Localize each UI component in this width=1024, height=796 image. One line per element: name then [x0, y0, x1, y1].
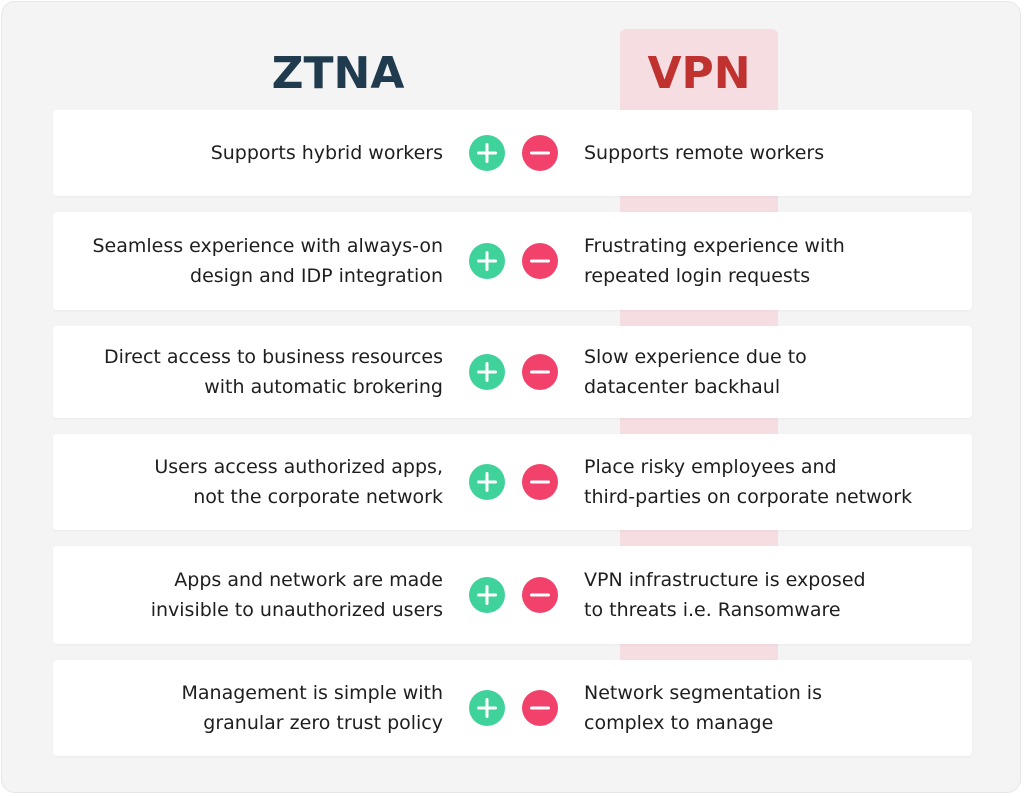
comparison-row-2: Seamless experience with always-on desig… — [53, 212, 972, 310]
ztna-point: Seamless experience with always-on desig… — [92, 235, 443, 287]
vpn-point: Network segmentation is complex to manag… — [584, 682, 822, 734]
comparison-row-1: Supports hybrid workers Supports remote … — [53, 110, 972, 196]
comparison-row-4: Users access authorized apps, not the co… — [53, 434, 972, 530]
comparison-row-3: Direct access to business resources with… — [53, 326, 972, 418]
plus-circle-icon — [469, 577, 505, 613]
comparison-row-5: Apps and network are made invisible to u… — [53, 546, 972, 644]
minus-circle-icon — [522, 690, 558, 726]
plus-circle-icon — [469, 243, 505, 279]
ztna-column-title: ZTNA — [271, 48, 405, 99]
ztna-point: Direct access to business resources with… — [103, 346, 443, 398]
minus-circle-icon — [522, 577, 558, 613]
minus-circle-icon — [522, 354, 558, 390]
vpn-point: Supports remote workers — [584, 142, 825, 164]
minus-circle-icon — [522, 464, 558, 500]
vpn-point: Slow experience due to datacenter backha… — [584, 346, 807, 398]
ztna-point: Users access authorized apps, not the co… — [154, 456, 443, 508]
ztna-point: Apps and network are made invisible to u… — [150, 569, 443, 621]
plus-circle-icon — [469, 354, 505, 390]
vpn-column-title: VPN — [647, 48, 751, 99]
ztna-point: Management is simple with granular zero … — [181, 682, 443, 734]
ztna-point: Supports hybrid workers — [210, 142, 443, 164]
comparison-row-6: Management is simple with granular zero … — [53, 660, 972, 756]
plus-circle-icon — [469, 464, 505, 500]
vpn-point: Frustrating experience with repeated log… — [584, 235, 845, 287]
plus-circle-icon — [469, 690, 505, 726]
minus-circle-icon — [522, 243, 558, 279]
vpn-point: VPN infrastructure is exposed to threats… — [584, 569, 866, 621]
plus-circle-icon — [469, 135, 505, 171]
vpn-point: Place risky employees and third-parties … — [584, 456, 913, 508]
minus-circle-icon — [522, 135, 558, 171]
